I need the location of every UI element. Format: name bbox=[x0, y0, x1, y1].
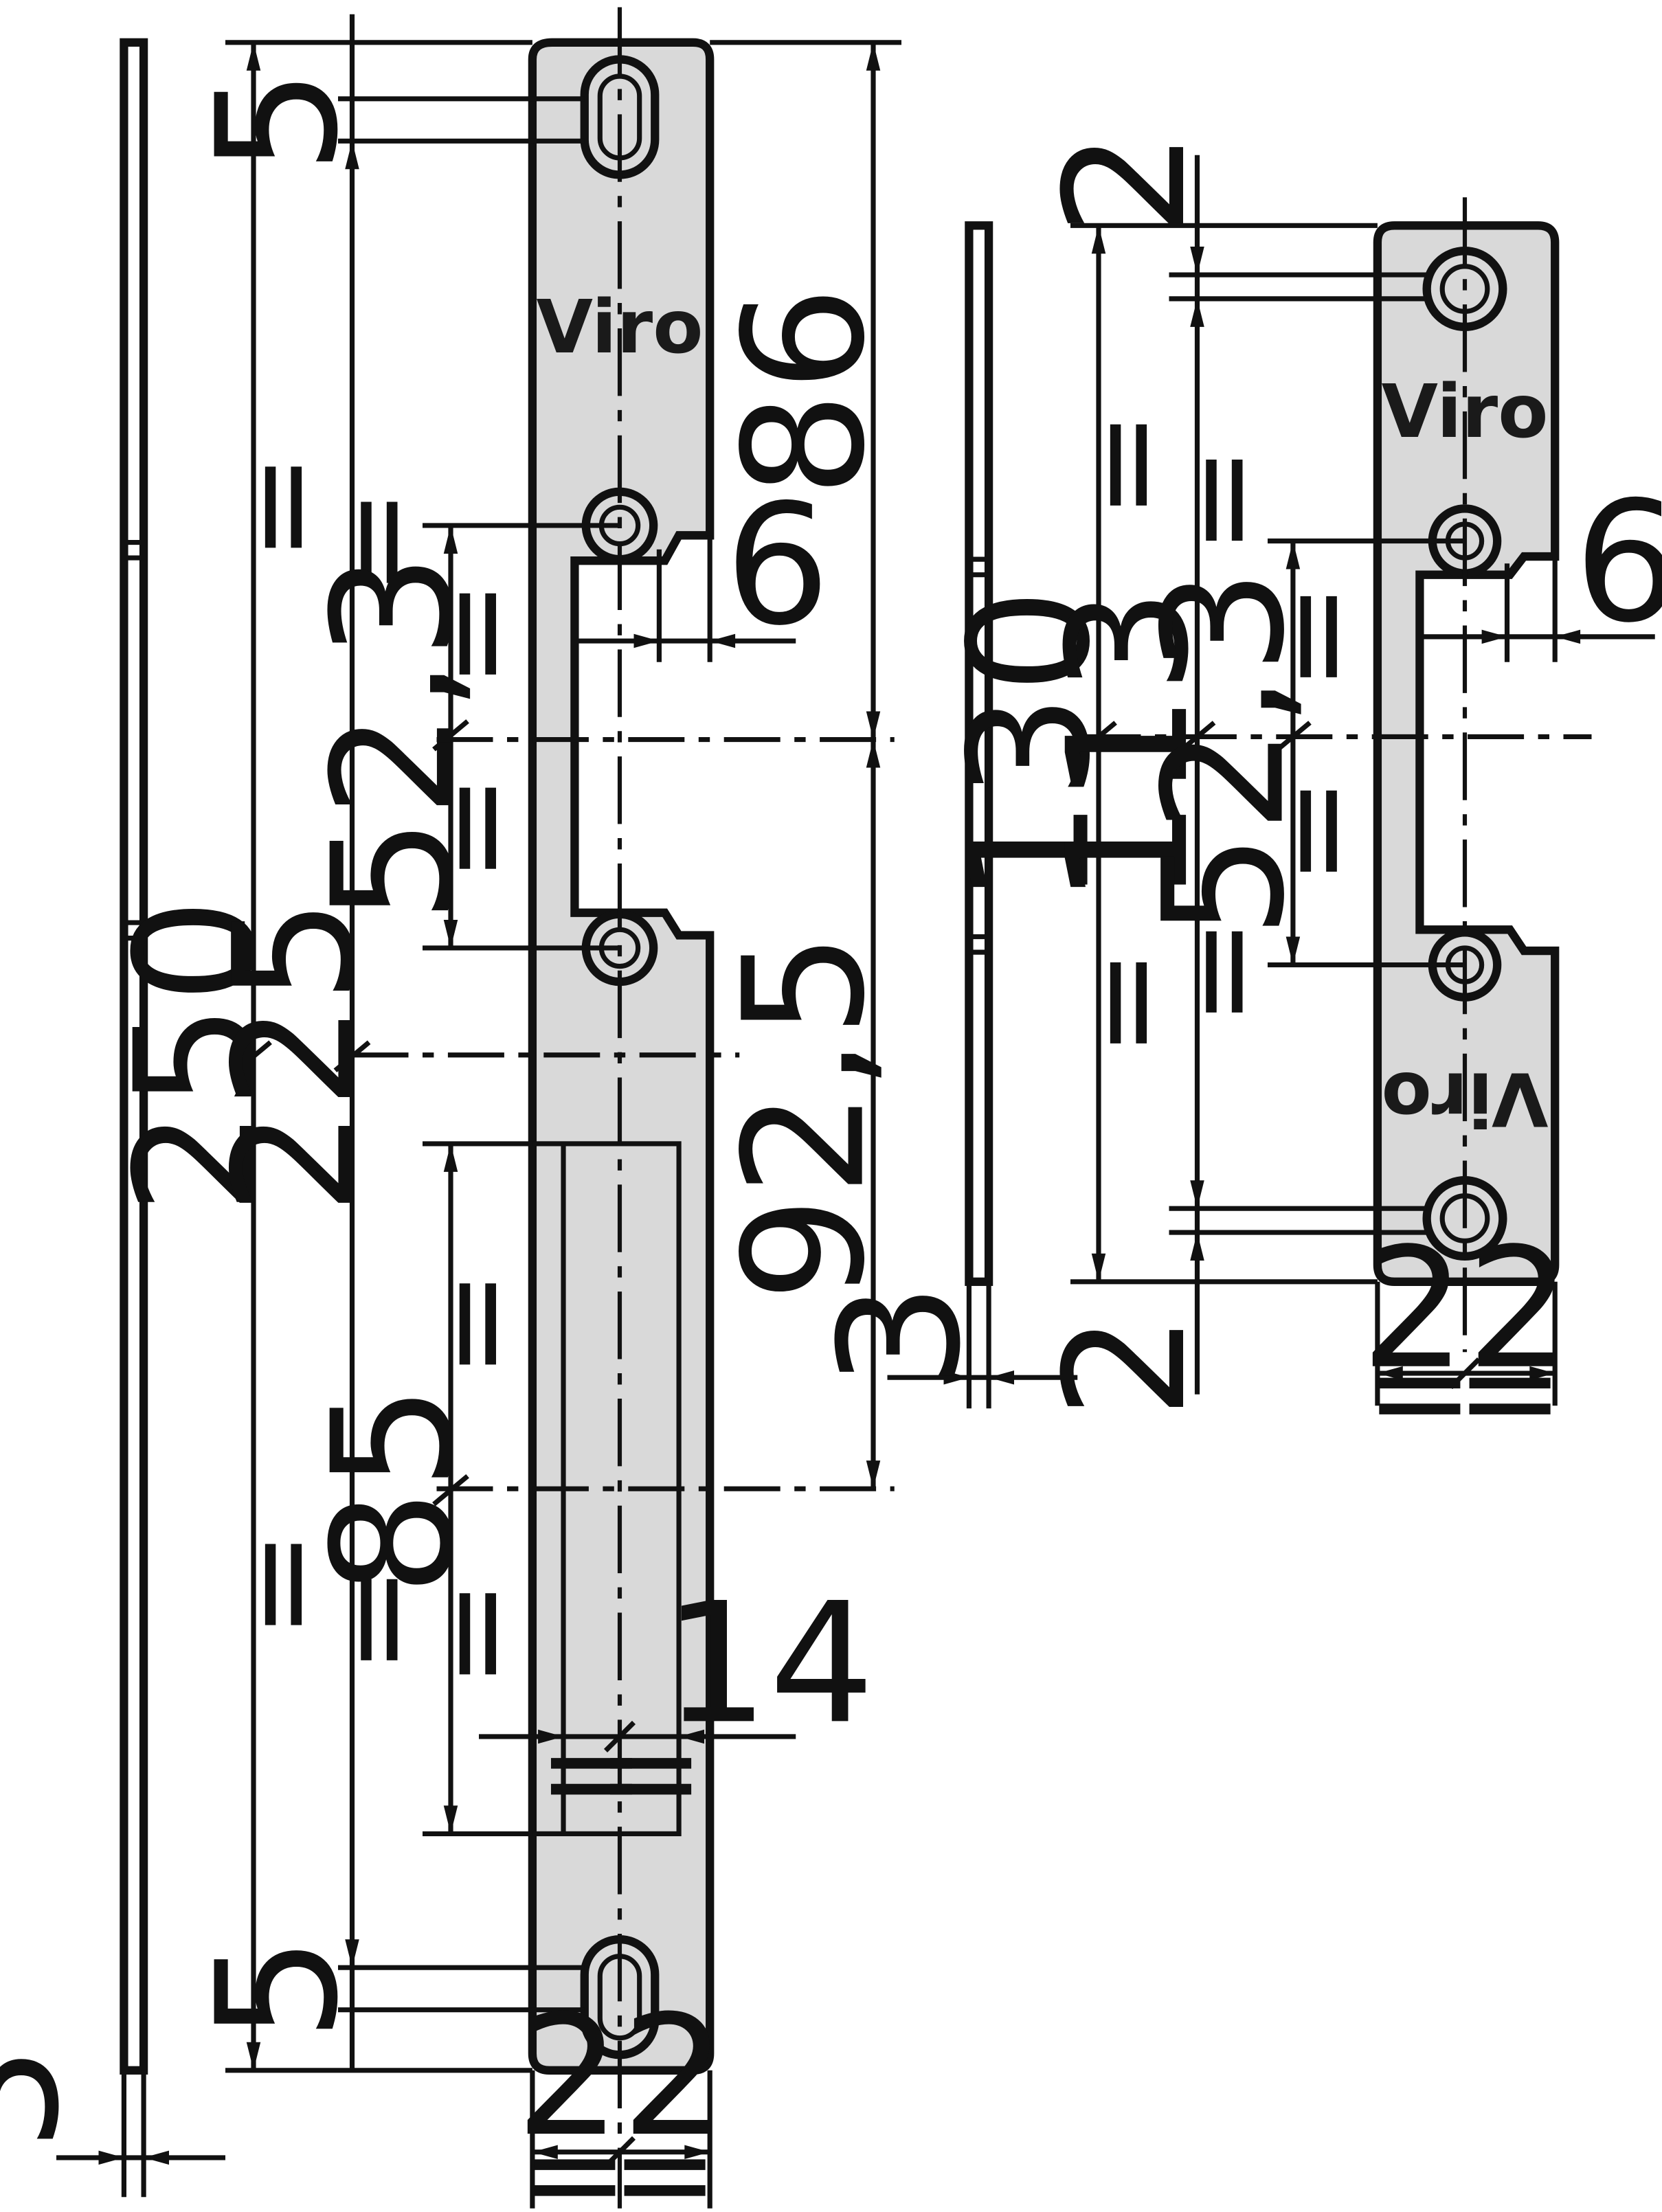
short-strike-front-view: Viro Viro bbox=[1373, 197, 1560, 1353]
dim-total-length-long: 250 bbox=[100, 898, 293, 1215]
dim-bottom-slot-long: 5 bbox=[181, 1936, 375, 2042]
equal-mark-long-12: = bbox=[611, 2099, 719, 2209]
short-strike-side-view: 3 bbox=[804, 221, 1078, 1409]
equal-mark-long-11: = bbox=[520, 2099, 629, 2209]
dim-bottom-offset-short: 2 bbox=[1029, 1313, 1223, 1419]
equal-mark-short-3: = bbox=[1145, 446, 1296, 554]
dim-plate-width-long: 22 bbox=[515, 1980, 727, 2174]
equal-mark-long-6: = bbox=[398, 774, 549, 883]
equal-mark-short-1: = bbox=[1050, 411, 1200, 519]
short-plate-outline bbox=[1373, 221, 1560, 1286]
short-side-profile bbox=[965, 221, 993, 1286]
equal-mark-long-8: = bbox=[398, 1579, 549, 1688]
dim-lip-offset-long: 6 bbox=[725, 469, 831, 662]
dim-top-slot-long: 5 bbox=[181, 69, 375, 174]
equal-mark-short-4: = bbox=[1145, 918, 1296, 1026]
equal-mark-long-1: = bbox=[205, 453, 355, 561]
equal-mark-short-5: = bbox=[1239, 583, 1390, 691]
equal-mark-long-5: = bbox=[398, 580, 549, 688]
dim-upper-section-long: 86 bbox=[708, 286, 902, 497]
equal-mark-long-7: = bbox=[398, 1269, 549, 1378]
long-strike-side-view: 3 bbox=[0, 38, 225, 2198]
equal-mark-short-2: = bbox=[1050, 949, 1200, 1057]
equal-mark-long-10: = bbox=[596, 1697, 705, 1848]
equal-mark-long-3: = bbox=[300, 488, 451, 597]
dim-thickness-long: 3 bbox=[0, 2046, 96, 2152]
long-strike-dimensions: 250 = = 225 = = 5 5 52,3 = = 85 = = bbox=[100, 14, 902, 2212]
equal-mark-long-4: = bbox=[300, 1566, 451, 1674]
dim-hole-span-short: 113 bbox=[1032, 588, 1226, 905]
dim-cutout-length-short: 52,3 bbox=[1128, 569, 1322, 939]
equal-mark-long-2: = bbox=[205, 1531, 355, 1639]
long-side-profile bbox=[120, 38, 148, 2075]
dim-slot-width-long: 14 bbox=[663, 1567, 875, 1761]
equal-mark-short-7: = bbox=[1365, 1317, 1474, 1467]
dim-side-thickness: 3 bbox=[804, 1283, 998, 1388]
long-strike-front-view: Viro bbox=[528, 7, 715, 2209]
dim-lip-offset-short: 6 bbox=[1574, 466, 1662, 659]
dim-total-length-short: 130 bbox=[934, 588, 1127, 905]
dim-hole-span-long: 225 bbox=[199, 898, 392, 1215]
short-strike-dimensions: 130 = = 113 = = 2 2 52,3 = = 6 22 bbox=[934, 131, 1662, 1467]
equal-mark-short-6: = bbox=[1239, 777, 1390, 885]
dim-top-offset-short: 2 bbox=[1029, 131, 1223, 236]
dim-lower-section-long: 92,5 bbox=[708, 932, 902, 1302]
dim-plate-width-short: 22 bbox=[1360, 1212, 1572, 1406]
equal-mark-short-8: = bbox=[1456, 1317, 1564, 1467]
equal-mark-long-9: = bbox=[537, 1697, 646, 1848]
